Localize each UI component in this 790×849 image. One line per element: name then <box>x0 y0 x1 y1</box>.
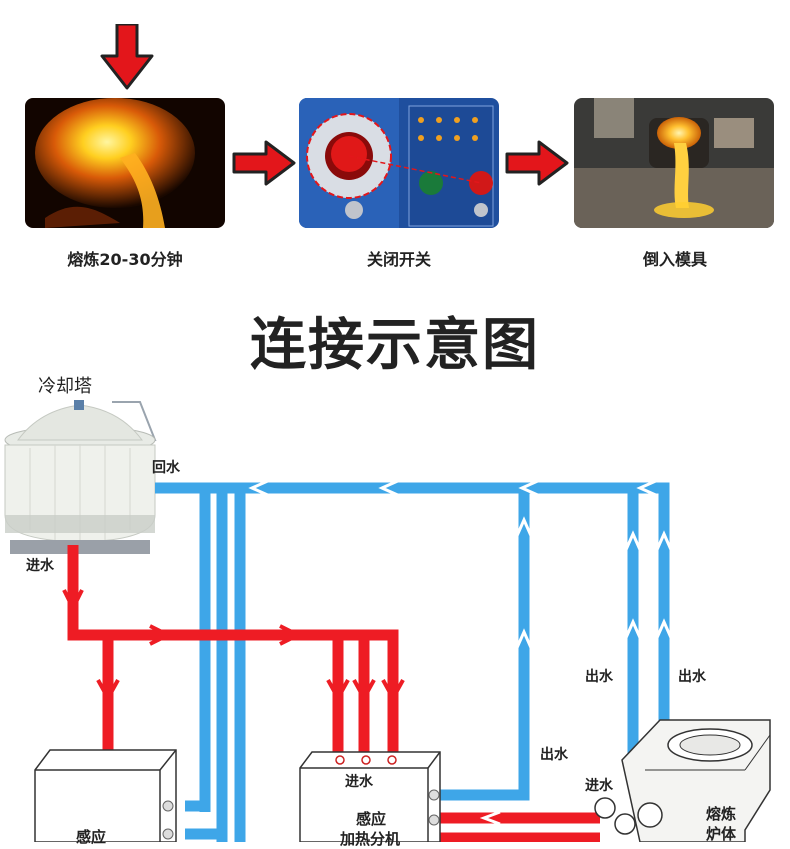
molten-metal-pour-icon <box>25 98 225 228</box>
cooling-tower <box>4 400 157 554</box>
unit1-name: 感应 <box>76 828 107 846</box>
outlet-label-2: 出水 <box>678 669 706 685</box>
right-arrow-icon <box>505 140 569 186</box>
cooling-tower-label: 冷却塔 <box>38 376 92 397</box>
step1-photo <box>25 98 225 228</box>
step2-photo <box>299 98 499 228</box>
flow-arrow-icon <box>62 589 501 826</box>
tower-inlet-label: 进水 <box>26 558 54 574</box>
control-panel-stop-button-icon <box>299 98 499 228</box>
crucible-pour-mold-icon <box>574 98 774 228</box>
unit2-name-line1: 感应 <box>355 810 386 828</box>
furnace-name-line2: 炉体 <box>706 825 737 843</box>
furnace-inlet-label: 进水 <box>585 778 613 794</box>
heating-unit-box <box>299 751 441 842</box>
step2-caption: 关闭开关 <box>366 250 431 269</box>
step1-caption: 熔炼20-30分钟 <box>67 250 183 269</box>
step3-caption: 倒入模具 <box>642 250 707 269</box>
induction-unit-box <box>34 749 177 842</box>
step3-photo <box>574 98 774 228</box>
furnace-name-line1: 熔炼 <box>706 805 737 823</box>
unit2-name-line2: 加热分机 <box>339 830 400 848</box>
right-arrow-icon <box>232 140 296 186</box>
flow-arrow-icon <box>248 478 674 651</box>
diagram-title: 连接示意图 <box>250 313 540 378</box>
outlet-label-3: 出水 <box>540 747 568 763</box>
unit2-inlet-label: 进水 <box>345 774 373 790</box>
outlet-label-1: 出水 <box>585 669 613 685</box>
return-water-label: 回水 <box>152 460 180 476</box>
furnace-body <box>594 719 771 842</box>
connection-diagram <box>4 400 771 842</box>
down-arrow-icon <box>100 24 154 90</box>
